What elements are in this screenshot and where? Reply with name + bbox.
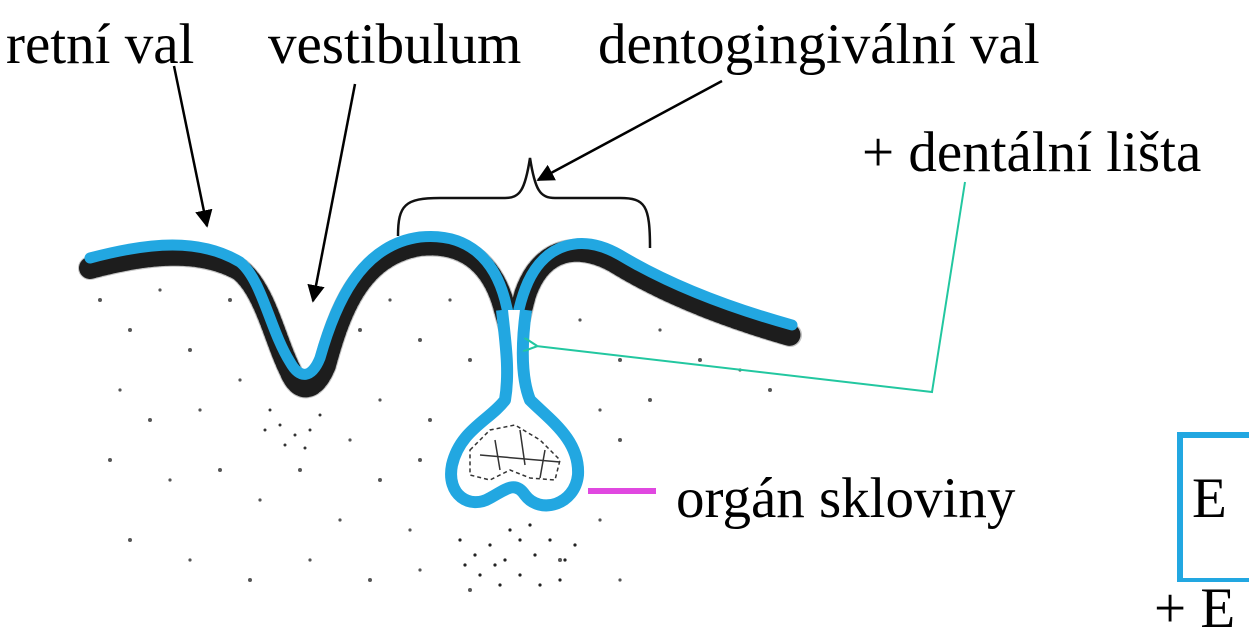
arrow-vestibulum	[313, 84, 355, 301]
label-dentalni-lista: + dentální lišta	[862, 124, 1201, 181]
label-organ-skloviny: orgán skloviny	[676, 470, 1015, 527]
label-retni-val: retní val	[6, 16, 194, 73]
dental-papilla-dots	[458, 523, 576, 586]
epithelium-outline	[90, 244, 790, 386]
bottom-strip	[655, 590, 1175, 603]
condensed-mesenchyme-vestibulum	[264, 409, 322, 450]
tooth-development-diagram	[0, 0, 1249, 603]
enamel-organ	[451, 310, 578, 505]
mesenchyme-dots	[98, 288, 772, 592]
arrow-dentalni-lista	[536, 182, 965, 392]
label-vestibulum: vestibulum	[268, 16, 521, 73]
cropped-bottom-text: + E	[1154, 580, 1235, 637]
label-dentogingivalni-val: dentogingivální val	[598, 16, 1040, 73]
arrow-dentogingivalni-val	[538, 81, 722, 180]
cropped-box-text: E	[1192, 470, 1227, 527]
arrow-retni-val	[174, 66, 207, 226]
